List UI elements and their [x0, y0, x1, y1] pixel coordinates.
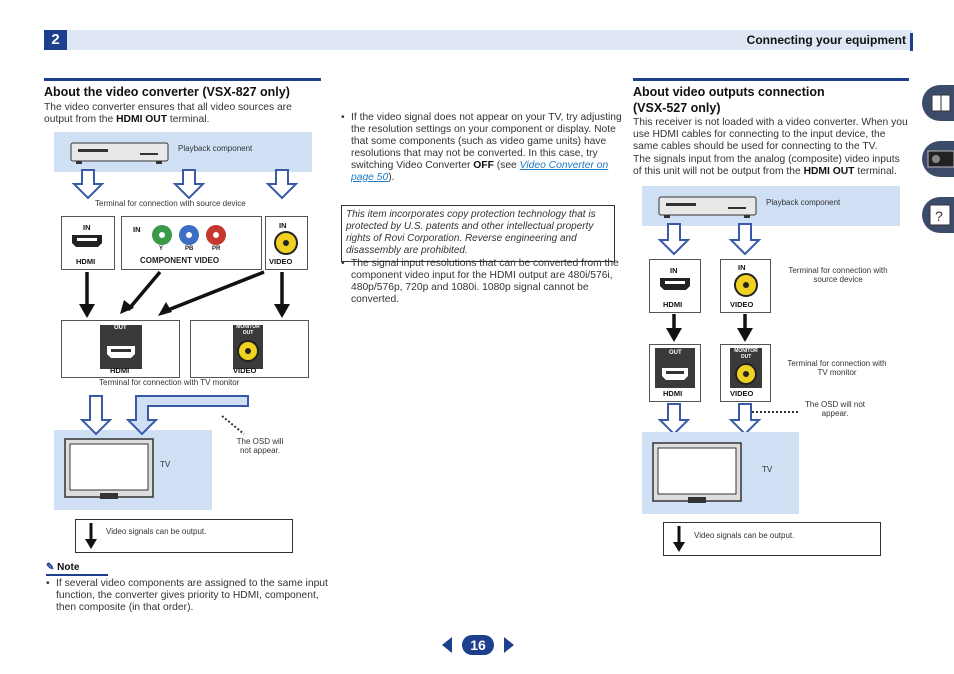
tv-terminal-label: Terminal for connection with TV monitor: [99, 378, 240, 387]
header-marker: [910, 33, 913, 51]
hdmi-out-box: OUT HDMI: [649, 344, 701, 402]
legend-box: Video signals can be output.: [663, 522, 881, 556]
component-video-label: COMPONENT VIDEO: [140, 256, 220, 265]
tv-arrows: [657, 403, 798, 436]
in-label: IN: [83, 223, 91, 232]
hdmi-port-icon: [72, 235, 102, 247]
next-page-icon[interactable]: [502, 636, 516, 654]
in-label: IN: [670, 266, 678, 275]
chapter-number: 2: [44, 30, 67, 50]
player-icon: [70, 142, 169, 164]
monitor-out-box: MONITOR OUT VIDEO: [190, 320, 309, 378]
down-arrows-source: [71, 169, 299, 200]
legend-arrow-icon: [85, 523, 97, 549]
heading-line-1: About video outputs connection: [633, 85, 825, 99]
in-label: IN: [133, 225, 141, 234]
side-tab-contents[interactable]: [922, 85, 954, 121]
hdmi-port-icon: [662, 368, 688, 380]
copy-protection-note: This item incorporates copy protection t…: [341, 205, 615, 262]
intro-text: The video converter ensures that all vid…: [44, 102, 292, 125]
tv-arrows: [79, 395, 249, 436]
heading-line-2: (VSX-527 only): [633, 101, 721, 115]
help-icon: ?: [929, 204, 951, 226]
video-jack-icon: [237, 340, 259, 362]
player-icon: [658, 196, 757, 218]
video-jack-icon: [735, 363, 757, 385]
section-heading-video-converter: About the video converter (VSX-827 only): [44, 78, 321, 100]
header-title: Connecting your equipment: [746, 33, 906, 47]
monitor-out-label: MONITOR OUT: [236, 324, 260, 336]
osd-label: The OSD will not appear.: [236, 437, 284, 455]
osd-dotted-line: [221, 415, 245, 435]
down-arrows-source: [657, 223, 762, 256]
note-underline: [46, 574, 108, 576]
y-label: Y: [159, 246, 164, 252]
video-jack-icon: [274, 231, 298, 255]
tv-label: TV: [762, 465, 773, 474]
playback-label: Playback component: [178, 144, 253, 153]
tv-terminal-label: Terminal for connection with TV monitor: [787, 359, 887, 377]
video-label: VIDEO: [730, 300, 754, 309]
note-icon: ✎: [46, 562, 58, 573]
hdmi-port-icon: [660, 278, 690, 290]
hdmi-label: HDMI: [663, 300, 683, 309]
bullet-resolution: If the video signal does not appear on y…: [341, 112, 623, 184]
bullet-signal-input: The signal input resolutions that can be…: [341, 258, 623, 306]
hdmi-label: HDMI: [76, 257, 96, 266]
converter-arrows: [79, 270, 290, 318]
video-converter-link[interactable]: Video Converter on page 50: [351, 160, 609, 183]
hdmi-label: HDMI: [663, 389, 683, 398]
svg-text:?: ?: [935, 208, 943, 224]
playback-label: Playback component: [766, 198, 841, 207]
component-jacks-icon: [152, 225, 226, 245]
out-label: OUT: [669, 350, 682, 356]
prev-page-icon[interactable]: [440, 636, 454, 654]
video-jack-icon: [734, 273, 758, 297]
side-tab-help[interactable]: ?: [922, 197, 954, 233]
page-number: 16: [462, 635, 494, 655]
source-terminal-label: Terminal for connection with source devi…: [95, 199, 246, 208]
video-label: VIDEO: [233, 366, 257, 375]
tv-icon: [64, 438, 154, 499]
header-bar: [44, 30, 912, 50]
book-icon: [931, 94, 951, 112]
legend-box: Video signals can be output.: [75, 519, 293, 553]
hdmi-label: HDMI: [110, 366, 130, 375]
outputs-paragraph-1: This receiver is not loaded with a video…: [633, 117, 908, 152]
tv-icon: [652, 442, 742, 503]
out-label: OUT: [114, 325, 127, 331]
video-label: VIDEO: [269, 257, 293, 266]
monitor-out-label: MONITOR OUT: [734, 348, 758, 360]
direct-arrows: [666, 314, 753, 342]
in-label: IN: [738, 263, 746, 272]
side-tab-remote[interactable]: [922, 141, 954, 177]
hdmi-out-box: OUT HDMI: [61, 320, 180, 378]
receiver-icon: [927, 150, 954, 168]
source-terminal-label: Terminal for connection with source devi…: [788, 266, 888, 284]
pr-label: PR: [212, 246, 221, 252]
hdmi-in-box: IN HDMI: [649, 259, 701, 313]
section-heading-video-outputs: About video outputs connection (VSX-527 o…: [633, 78, 909, 116]
component-in-box: IN Y PB PR COMPONENT VIDEO: [121, 216, 262, 270]
hdmi-in-box: IN HDMI: [61, 216, 115, 270]
legend-arrow-icon: [673, 526, 685, 552]
hdmi-port-icon: [107, 346, 135, 358]
legend-text: Video signals can be output.: [694, 531, 795, 540]
osd-label: The OSD will not appear.: [804, 400, 866, 418]
video-in-box: IN VIDEO: [720, 259, 771, 313]
in-label: IN: [279, 221, 287, 230]
pb-label: PB: [185, 246, 194, 252]
monitor-out-box: MONITOR OUT VIDEO: [720, 344, 771, 402]
video-label: VIDEO: [730, 389, 754, 398]
note-heading: ✎ Note: [46, 562, 80, 573]
note-bullet: If several video components are assigned…: [46, 578, 330, 614]
outputs-paragraph-2: The signals input from the analog (compo…: [633, 154, 900, 177]
tv-label: TV: [160, 460, 171, 469]
video-in-box: IN VIDEO: [265, 216, 308, 270]
legend-text: Video signals can be output.: [106, 527, 207, 536]
